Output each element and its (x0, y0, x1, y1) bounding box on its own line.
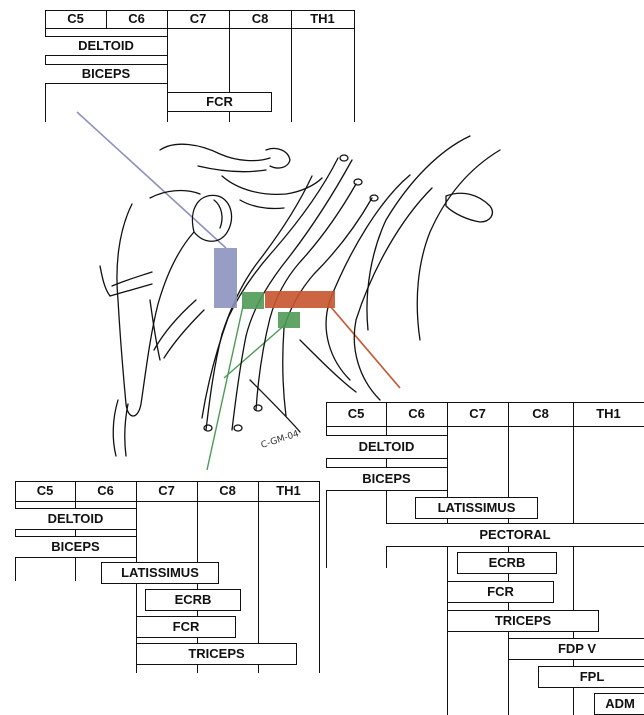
green-marker-upper (242, 292, 264, 309)
panel-right: C5 C6 C7 C8 TH1 DELTOID BICEPS LATISSIMU… (326, 402, 644, 715)
muscle-adm: ADM (594, 693, 644, 715)
muscle-fpl: FPL (538, 666, 644, 688)
level-header-c5: C5 (326, 402, 386, 426)
level-header-th1: TH1 (291, 10, 354, 28)
purple-marker (214, 248, 237, 308)
muscle-fcr: FCR (136, 616, 236, 638)
muscle-fdp-v: FDP V (508, 638, 644, 660)
level-header-c7: C7 (136, 481, 197, 501)
panel-top: C5 C6 C7 C8 TH1 DELTOID BICEPS FCR (45, 10, 355, 122)
muscle-triceps: TRICEPS (136, 643, 297, 665)
green-marker-lower (278, 312, 300, 328)
muscle-biceps: BICEPS (15, 536, 136, 558)
level-header-th1: TH1 (573, 402, 644, 426)
level-header-c6: C6 (75, 481, 136, 501)
muscle-latissimus: LATISSIMUS (415, 497, 538, 519)
muscle-ecrb: ECRB (457, 552, 557, 574)
level-header-c5: C5 (15, 481, 75, 501)
muscle-deltoid: DELTOID (15, 508, 136, 530)
muscle-fcr: FCR (447, 581, 554, 603)
muscle-deltoid: DELTOID (45, 36, 167, 56)
level-header-c8: C8 (508, 402, 573, 426)
level-header-c5: C5 (45, 10, 106, 28)
level-header-c6: C6 (386, 402, 447, 426)
artist-signature: C-GM-04 (260, 429, 301, 451)
panel-left: C5 C6 C7 C8 TH1 DELTOID BICEPS LATISSIMU… (15, 481, 320, 673)
muscle-biceps: BICEPS (326, 467, 447, 491)
level-header-th1: TH1 (258, 481, 319, 501)
connector-line-top (77, 112, 226, 248)
level-header-c8: C8 (229, 10, 291, 28)
level-header-c6: C6 (106, 10, 167, 28)
level-header-c8: C8 (197, 481, 258, 501)
muscle-fcr: FCR (167, 92, 272, 112)
level-header-c7: C7 (167, 10, 229, 28)
muscle-pectoral: PECTORAL (386, 523, 644, 547)
level-header-c7: C7 (447, 402, 508, 426)
muscle-triceps: TRICEPS (447, 610, 599, 632)
muscle-ecrb: ECRB (145, 589, 241, 611)
muscle-deltoid: DELTOID (326, 435, 447, 459)
muscle-latissimus: LATISSIMUS (101, 562, 219, 584)
connector-line-right (330, 306, 400, 388)
orange-marker (265, 291, 335, 308)
muscle-biceps: BICEPS (45, 64, 167, 84)
